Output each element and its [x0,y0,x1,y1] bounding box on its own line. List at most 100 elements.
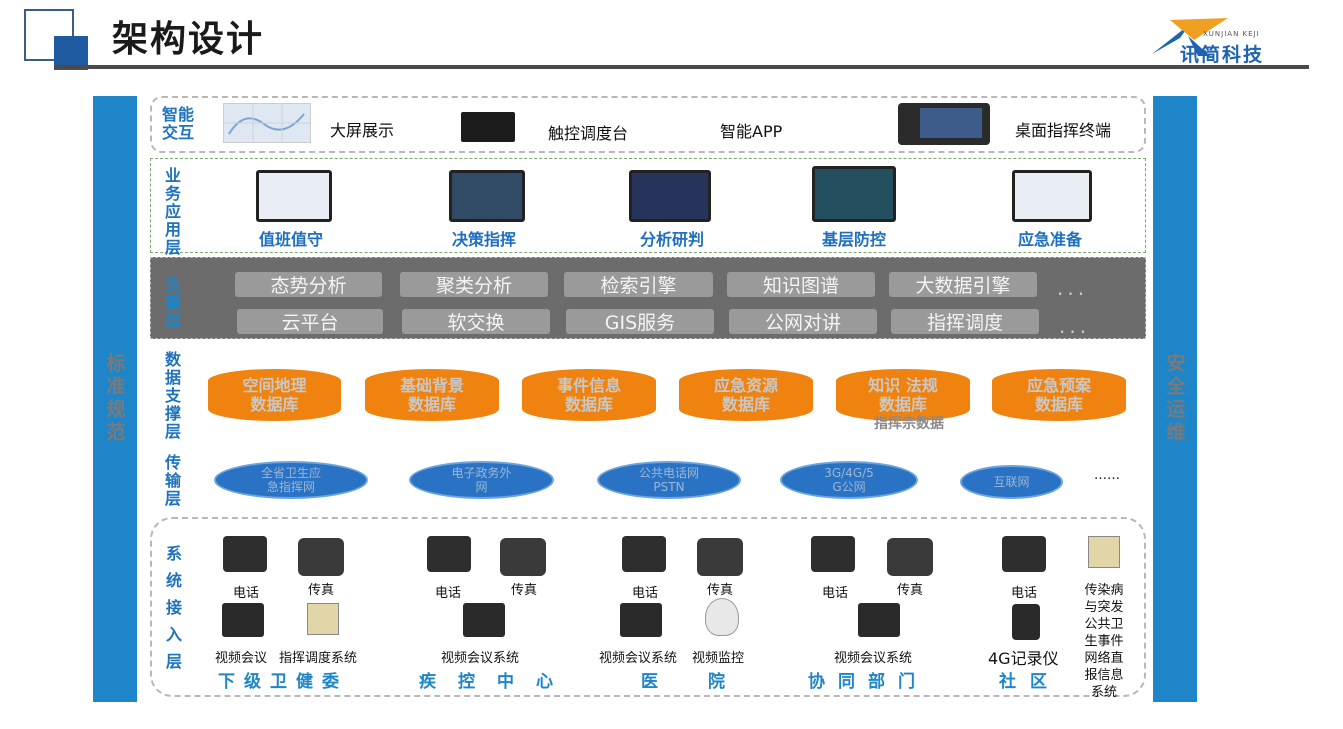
db-spatial-l1: 空间地理 [242,376,307,395]
g3-phone-label: 电话 [632,586,659,601]
desktop-terminal-screen [920,108,982,138]
db-extra-label: 指挥宗数据 [874,416,944,432]
db-plan: 应急预案数据库 [992,369,1126,421]
biz-analysis: 分析研判 [640,230,705,249]
net-internet: 互联网 [960,465,1063,499]
header-square-fill [54,36,88,70]
support-situation: 态势分析 [235,272,382,297]
phone-icon [1002,536,1046,572]
dome-camera-icon [705,598,739,636]
db-resource-l2: 数据库 [721,395,770,414]
db-resource-l1: 应急资源 [713,376,778,395]
net-egov-l1: 电子政务外 [451,466,512,480]
db-plan-l2: 数据库 [1034,395,1083,414]
fax-icon [697,538,743,576]
phone-icon [811,536,855,572]
site-lower-health: 下级卫健委 [218,672,348,692]
db-background-l1: 基础背景 [399,376,464,395]
db-spatial-l2: 数据库 [250,395,299,414]
db-resource: 应急资源数据库 [679,369,813,421]
net-health-emergency: 全省卫生应急指挥网 [214,461,368,499]
layer-label-support: 支撑层 [164,275,181,330]
page-title: 架构设计 [112,19,265,60]
db-background-l2: 数据库 [407,395,456,414]
report-server-icon [1088,536,1120,568]
support-ptt: 公网对讲 [729,309,877,334]
site-community: 社区 [999,672,1061,692]
biz-duty: 值班值守 [259,230,324,249]
support-more-row2: ... [1059,314,1091,338]
fax-icon [500,538,546,576]
support-search: 检索引擎 [564,272,713,297]
video-conf-icon [222,603,264,637]
db-plan-l1: 应急预案 [1026,376,1091,395]
support-bigdata: 大数据引擎 [889,272,1037,297]
logo-text: 讯简科技 [1180,44,1265,66]
layer-label-interact-text: 智能交互 [161,105,194,142]
biz-screen-emergency [1012,170,1092,222]
g2-phone-label: 电话 [435,586,462,601]
db-knowledge: 知识 法规数据库 [836,369,970,421]
g3-vcs-label: 视频会议系统 [599,651,678,666]
video-conf-icon [620,603,662,637]
net-pstn-l1: 公共电话网 [638,466,699,480]
support-gis: GIS服务 [566,309,714,334]
support-dispatch: 指挥调度 [891,309,1039,334]
phone-icon [622,536,666,572]
g5-recorder-label: 4G记录仪 [988,649,1059,668]
net-egov: 电子政务外网 [409,461,554,499]
db-event: 事件信息数据库 [522,369,656,421]
net-mobile-l2: G公网 [832,480,866,494]
site-hospital: 医院 [641,672,775,692]
g5-phone-label: 电话 [1011,586,1038,601]
interact-smart-app: 智能APP [720,122,783,141]
g2-vcs-label: 视频会议系统 [441,651,520,666]
db-event-l1: 事件信息 [556,376,621,395]
server-icon [307,603,339,635]
biz-emergency: 应急准备 [1018,230,1083,249]
phone-icon [223,536,267,572]
fax-icon [887,538,933,576]
net-pstn-l2: PSTN [653,480,685,494]
biz-screen-duty [256,170,332,222]
db-knowledge-l1: 知识 法规 [868,376,938,395]
db-event-l2: 数据库 [564,395,613,414]
g4-phone-label: 电话 [822,586,849,601]
g3-monitor-label: 视频监控 [692,651,745,666]
g2-fax-label: 传真 [511,583,538,598]
layer-label-data: 数据支撑层 [164,350,181,441]
support-softswitch: 软交换 [402,309,550,334]
layer-interact-box [150,96,1146,153]
g1-fax-label: 传真 [308,583,335,598]
layer-biz-box [150,158,1146,253]
biz-screen-grassroots [812,166,896,222]
biz-decision: 决策指挥 [452,230,517,249]
biz-screen-decision [449,170,525,222]
support-cluster: 聚类分析 [400,272,548,297]
net-health-l1: 全省卫生应 [260,466,321,480]
header-divider [54,65,1309,69]
support-cloud: 云平台 [237,309,383,334]
g5-report-label: 传染病与突发公共卫生事件网络直报信息系统 [1084,583,1124,700]
site-partners: 协同部门 [808,672,928,692]
db-background: 基础背景数据库 [365,369,499,421]
site-cdc: 疾控中心 [419,672,575,692]
layer-access-box [150,517,1146,697]
net-health-l2: 急指挥网 [266,480,315,494]
interact-big-screen: 大屏展示 [330,121,395,140]
body-recorder-icon [1012,604,1040,640]
phone-icon [427,536,471,572]
desktop-terminal-icon [898,103,990,145]
db-spatial: 空间地理数据库 [208,369,341,421]
g1-vc-label: 视频会议 [215,651,268,666]
layer-label-access: 系统接入层 [165,544,182,671]
touch-console-icon [461,112,515,142]
g1-dispatch-label: 指挥调度系统 [279,651,358,666]
g1-phone-label: 电话 [233,586,260,601]
g4-fax-label: 传真 [897,583,924,598]
db-knowledge-l2: 数据库 [878,395,927,414]
support-knowledge-graph: 知识图谱 [727,272,875,297]
side-bar-security: 安全运维 [1153,96,1197,702]
logo-x-icon [1152,18,1228,56]
